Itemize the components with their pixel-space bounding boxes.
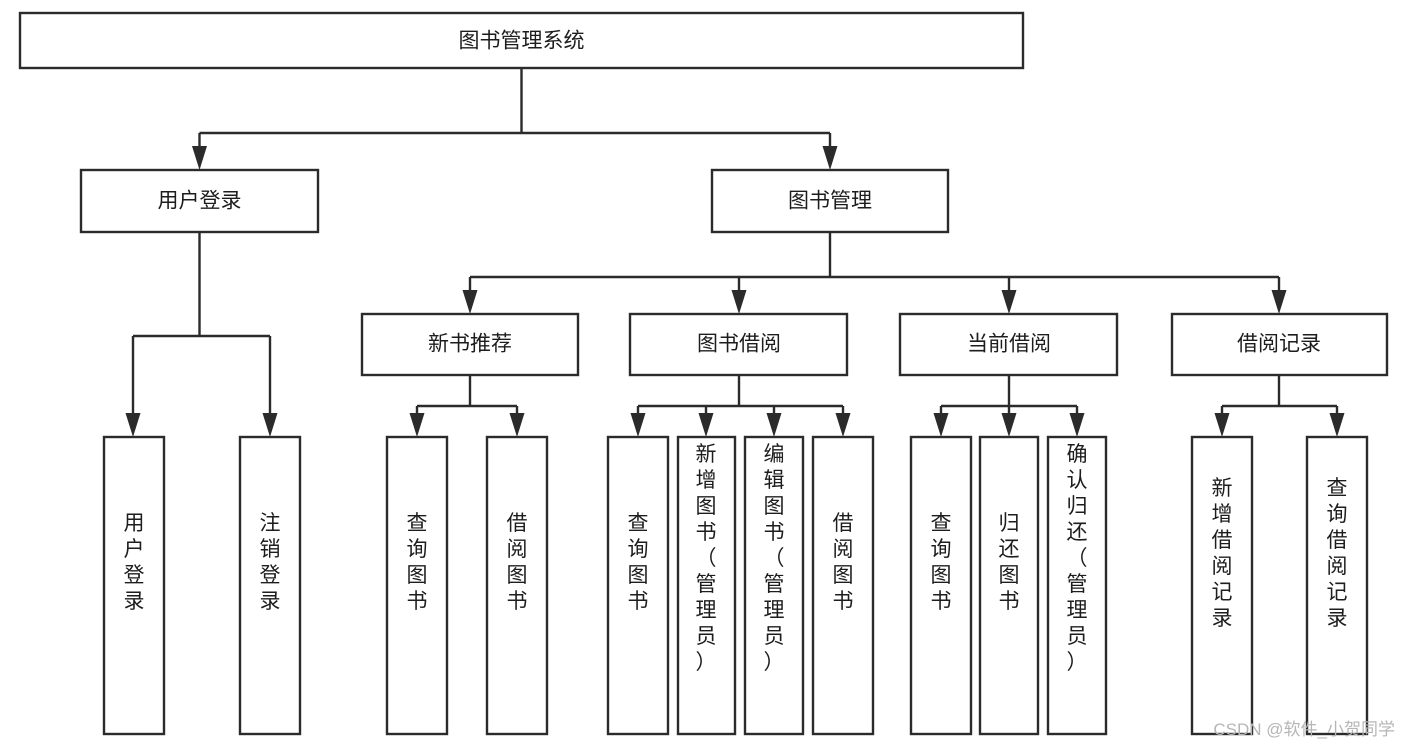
node-root-box[interactable] [18,11,1025,70]
node-book-borrow[interactable]: 图书借阅 [628,312,849,377]
node-leaf-user-login-label: 用户登录 [124,512,145,613]
node-book-borrow-label: 图书借阅 [697,333,781,356]
node-leaf-user-logout-label: 注销登录 [260,512,281,613]
node-leaf-return-book[interactable]: 归还图书 [978,435,1040,736]
node-borrow-record-label: 借阅记录 [1237,333,1321,356]
arrowhead-leaf-return-book [1001,413,1017,437]
node-leaf-edit-book-label: 编辑图书（管理员） [764,443,785,674]
node-user-login-label: 用户登录 [158,190,242,213]
node-leaf-add-record-label: 新增借阅记录 [1212,477,1233,630]
node-book-manage[interactable]: 图书管理 [710,168,950,234]
csdn-watermark: CSDN @软件_小贺同学 [1213,720,1395,739]
node-new-book-recommend-label: 新书推荐 [428,333,512,356]
arrowhead-leaf-borrow-book-2 [835,413,851,437]
arrowhead-leaf-edit-book [766,413,782,437]
arrowhead-leaf-query-record [1329,413,1345,437]
arrowhead-leaf-add-record [1214,413,1230,437]
node-current-borrow-box[interactable] [898,312,1119,377]
node-leaf-query-book-1-box[interactable] [385,435,449,736]
node-leaf-query-book-3-box[interactable] [909,435,973,736]
node-leaf-borrow-book-2[interactable]: 借阅图书 [811,435,875,736]
node-leaf-borrow-book-1[interactable]: 借阅图书 [485,435,549,736]
node-leaf-query-book-2[interactable]: 查询图书 [606,435,670,736]
node-leaf-edit-book[interactable]: 编辑图书（管理员） [743,435,805,736]
node-leaf-borrow-book-1-box[interactable] [485,435,549,736]
node-leaf-confirm-return-label: 确认归还（管理员） [1067,443,1088,674]
node-current-borrow[interactable]: 当前借阅 [898,312,1119,377]
node-root-label: 图书管理系统 [459,30,585,53]
arrowhead-leaf-confirm-return [1069,413,1085,437]
node-borrow-record-box[interactable] [1170,312,1389,377]
node-leaf-query-book-2-box[interactable] [606,435,670,736]
node-user-login-box[interactable] [79,168,320,234]
node-leaf-user-login[interactable]: 用户登录 [102,435,166,736]
node-user-login[interactable]: 用户登录 [79,168,320,234]
node-leaf-query-book-3[interactable]: 查询图书 [909,435,973,736]
arrowhead-current-borrow [1001,290,1017,314]
node-leaf-add-book[interactable]: 新增图书（管理员） [676,435,737,736]
node-leaf-edit-book-box[interactable] [743,435,805,736]
node-leaf-add-book-box[interactable] [676,435,737,736]
node-leaf-add-record[interactable]: 新增借阅记录 [1190,435,1254,736]
arrowhead-leaf-add-book [698,413,714,437]
node-leaf-add-record-box[interactable] [1190,435,1254,736]
node-leaf-query-book-1[interactable]: 查询图书 [385,435,449,736]
arrowhead-user-login [192,146,207,170]
arrowhead-new-book-recommend [462,290,478,314]
arrowhead-leaf-user-login [125,413,141,437]
node-book-borrow-box[interactable] [628,312,849,377]
arrowhead-leaf-query-book-3 [933,413,949,437]
node-leaf-query-record-label: 查询借阅记录 [1327,477,1348,630]
node-book-manage-box[interactable] [710,168,950,234]
node-leaf-confirm-return[interactable]: 确认归还（管理员） [1046,435,1108,736]
arrowhead-borrow-record [1271,290,1287,314]
arrowhead-leaf-query-book-1 [409,413,425,437]
node-leaf-confirm-return-box[interactable] [1046,435,1108,736]
node-new-book-recommend[interactable]: 新书推荐 [360,312,580,377]
edges-layer [125,68,1345,437]
node-leaf-query-book-2-label: 查询图书 [628,512,649,613]
node-leaf-return-book-box[interactable] [978,435,1040,736]
node-leaf-query-book-1-label: 查询图书 [407,512,428,613]
node-leaf-user-logout[interactable]: 注销登录 [238,435,302,736]
node-leaf-query-record[interactable]: 查询借阅记录 [1305,435,1369,736]
node-book-manage-label: 图书管理 [788,190,872,213]
arrowhead-book-manage [822,146,838,170]
node-leaf-borrow-book-2-label: 借阅图书 [833,512,854,613]
node-leaf-query-record-box[interactable] [1305,435,1369,736]
arrowhead-leaf-borrow-book-1 [509,413,525,437]
arrowhead-leaf-user-logout [262,413,278,437]
arrowhead-book-borrow [731,290,747,314]
node-root[interactable]: 图书管理系统 [18,11,1025,70]
node-borrow-record[interactable]: 借阅记录 [1170,312,1389,377]
node-leaf-add-book-label: 新增图书（管理员） [696,443,717,674]
arrowhead-leaf-query-book-2 [630,413,646,437]
node-leaf-user-login-box[interactable] [102,435,166,736]
node-leaf-query-book-3-label: 查询图书 [931,512,952,613]
node-leaf-borrow-book-2-box[interactable] [811,435,875,736]
node-leaf-borrow-book-1-label: 借阅图书 [507,512,528,613]
node-leaf-user-logout-box[interactable] [238,435,302,736]
node-new-book-recommend-box[interactable] [360,312,580,377]
node-leaf-return-book-label: 归还图书 [999,512,1020,613]
node-current-borrow-label: 当前借阅 [967,333,1051,356]
